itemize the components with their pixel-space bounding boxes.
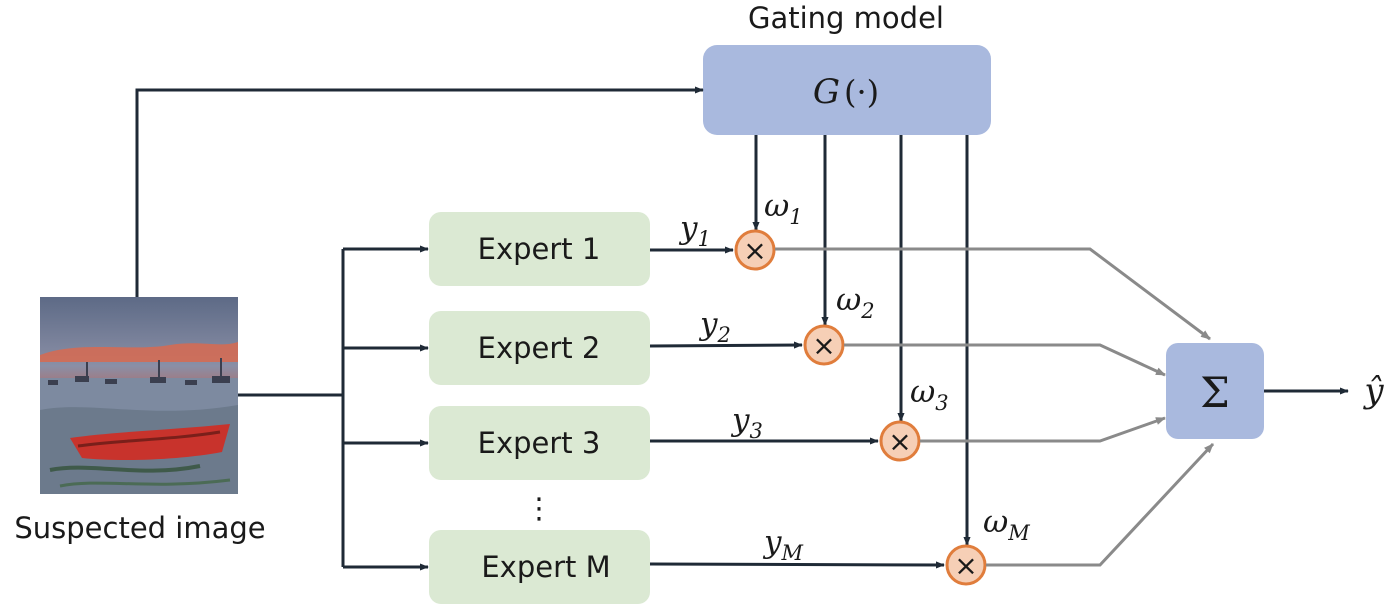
multiply-symbol: × — [743, 234, 766, 267]
output-label-y3: y3 — [730, 402, 763, 443]
expert-label: Expert 3 — [478, 426, 601, 460]
multiply-symbol: × — [812, 329, 835, 362]
gating-model-title: Gating model — [748, 1, 944, 35]
input-to-experts-lines — [238, 245, 429, 571]
output-label-y2: y2 — [698, 306, 731, 347]
multiply-symbol: × — [954, 549, 977, 582]
gating-weight-arrows — [752, 135, 971, 546]
expert-label: Expert 2 — [478, 331, 601, 365]
sum-symbol: Σ — [1200, 368, 1230, 417]
expert-2: Expert 2 — [429, 311, 650, 385]
expert-output-arrows — [649, 246, 945, 569]
gating-model-box — [703, 45, 991, 135]
weight-label-wm: ωM — [983, 504, 1030, 545]
ellipsis: ⋮ — [525, 491, 554, 525]
summation-node: Σ — [1166, 343, 1264, 439]
expert-1: Expert 1 — [429, 212, 650, 286]
input-to-gating-arrow — [135, 86, 704, 297]
output-label-ym: yM — [762, 524, 804, 565]
expert-m: Expert M — [429, 530, 650, 604]
weight-label-w1: ω1 — [764, 188, 803, 229]
multiplier-1: × — [734, 229, 776, 271]
multiplier-m: × — [945, 544, 987, 586]
suspected-image — [40, 297, 238, 494]
weight-label-w3: ω3 — [910, 374, 949, 415]
suspected-image-caption: Suspected image — [14, 511, 265, 545]
expert-label: Expert M — [481, 550, 610, 584]
expert-3: Expert 3 — [429, 406, 650, 480]
output-y-hat: ŷ — [1362, 371, 1384, 411]
multiply-symbol: × — [888, 425, 911, 458]
weight-label-w2: ω2 — [836, 282, 875, 323]
output-label-y1: y1 — [678, 210, 711, 251]
expert-label: Expert 1 — [478, 232, 601, 266]
multiplier-2: × — [803, 324, 845, 366]
multiplier-3: × — [879, 420, 921, 462]
gating-function-label: G(·) — [813, 72, 879, 112]
multiplier-to-sum-arrows — [775, 247, 1215, 567]
